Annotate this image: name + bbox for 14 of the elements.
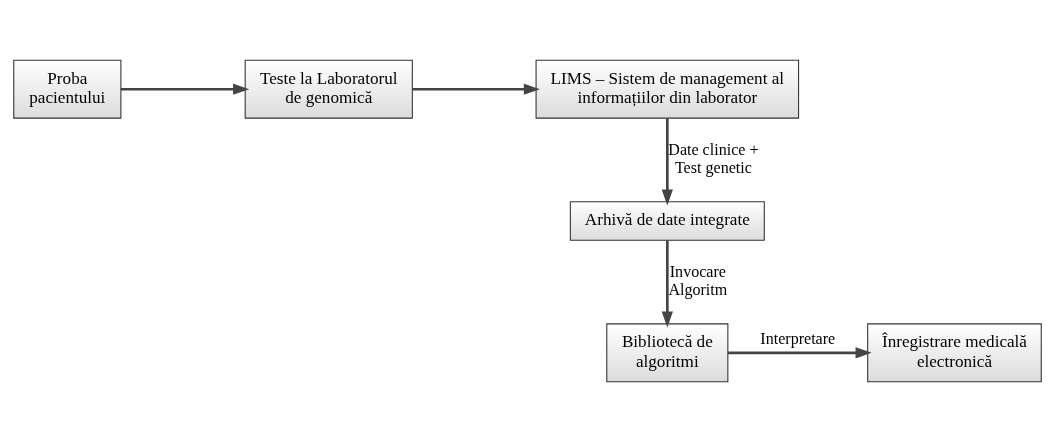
arrow [727, 347, 872, 359]
node-box: Proba pacientului [13, 59, 122, 119]
edge-label: Date clinice + Test genetic [668, 140, 759, 176]
arrow [661, 118, 673, 206]
node-box: Bibliotecă de algoritmi [606, 323, 729, 383]
arrow [661, 240, 673, 328]
edge-label: Invocare Algoritm [668, 262, 728, 298]
arrow [120, 83, 250, 95]
node-box: Teste la Laboratorul de genomică [244, 59, 413, 119]
node-box: Arhivă de date integrate [569, 201, 765, 241]
node-box: Înregistrare medicală electronică [867, 323, 1042, 383]
node-box: LIMS – Sistem de management al informațiilor din laborator [535, 59, 800, 119]
edge-label: Interpretare [760, 330, 836, 348]
arrow [412, 83, 540, 95]
